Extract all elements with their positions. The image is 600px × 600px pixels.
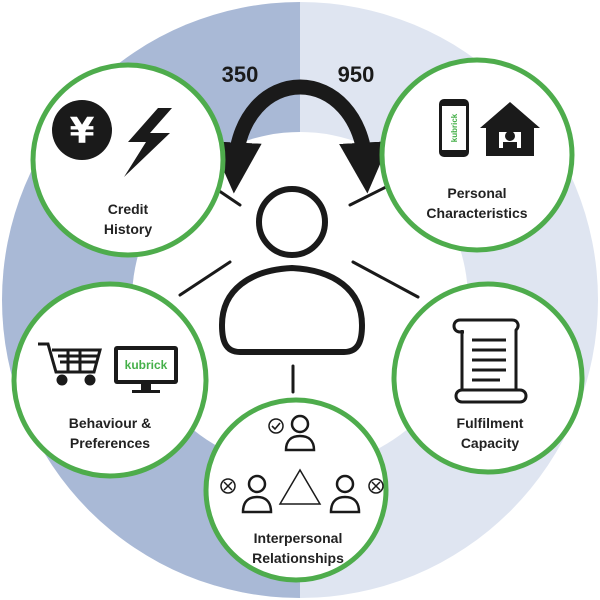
score-min: 350	[222, 62, 259, 87]
connector-behaviour	[178, 260, 232, 297]
behaviour-label-line2: Preferences	[70, 435, 150, 451]
person-icon-right	[329, 474, 361, 514]
personal-label-line1: Personal	[447, 185, 506, 201]
cross-icon-right	[368, 478, 384, 494]
connector-fulfilment	[351, 260, 420, 299]
node-personal-border	[379, 57, 575, 253]
fulfilment-label-line1: Fulfilment	[457, 415, 524, 431]
person-icon-left	[241, 474, 273, 514]
phone-icon: kubrick	[439, 99, 469, 157]
behaviour-label-line1: Behaviour &	[69, 415, 151, 431]
house-icon	[480, 102, 540, 156]
person-icon-top	[284, 414, 316, 452]
credit-label-line2: History	[104, 221, 152, 237]
yen-icon: ¥	[52, 100, 112, 160]
personal-label-line2: Characteristics	[426, 205, 527, 221]
node-fulfilment-border	[391, 281, 585, 475]
svg-text:¥: ¥	[69, 111, 94, 152]
node-behaviour-preferences: kubrick Behaviour & Preferences	[11, 281, 209, 479]
interpersonal-label-line2: Relationships	[252, 550, 344, 566]
lightning-icon	[124, 108, 172, 177]
svg-text:kubrick: kubrick	[450, 113, 459, 142]
scroll-icon	[452, 318, 528, 404]
monitor-icon: kubrick	[114, 346, 178, 393]
triangle-icon	[278, 468, 322, 505]
shopping-cart-icon	[38, 342, 102, 386]
node-credit-history: ¥ Credit History	[30, 62, 226, 258]
credit-label-line1: Credit	[108, 201, 149, 217]
central-person-icon	[219, 186, 365, 355]
interpersonal-label-line1: Interpersonal	[254, 530, 343, 546]
node-fulfilment-capacity: Fulfilment Capacity	[391, 281, 585, 475]
score-max: 950	[338, 62, 375, 87]
node-behaviour-border	[11, 281, 209, 479]
fulfilment-label-line2: Capacity	[461, 435, 520, 451]
node-personal-characteristics: kubrick Personal Characteristics	[379, 57, 575, 253]
check-icon	[268, 418, 284, 434]
score-range: 350 950	[210, 62, 391, 194]
node-interpersonal-border	[203, 397, 389, 583]
node-interpersonal-relationships: Interpersonal Relationships	[203, 397, 389, 583]
bidirectional-arrow-icon	[210, 79, 391, 194]
svg-text:kubrick: kubrick	[125, 358, 168, 372]
cross-icon-left	[220, 478, 236, 494]
